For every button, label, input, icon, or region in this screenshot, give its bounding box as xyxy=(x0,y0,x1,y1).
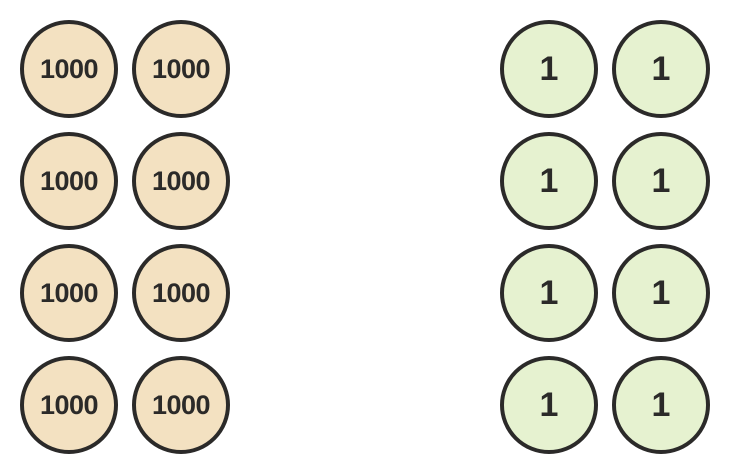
one-disc: 1 xyxy=(612,132,710,230)
one-disc: 1 xyxy=(612,244,710,342)
one-disc: 1 xyxy=(500,20,598,118)
thousands-disc-group: 1000 1000 1000 1000 1000 1000 1000 1000 xyxy=(20,20,230,454)
thousand-disc: 1000 xyxy=(20,244,118,342)
thousand-disc: 1000 xyxy=(20,132,118,230)
thousand-disc: 1000 xyxy=(20,356,118,454)
one-disc: 1 xyxy=(612,20,710,118)
thousand-disc: 1000 xyxy=(132,356,230,454)
one-disc: 1 xyxy=(500,244,598,342)
one-disc: 1 xyxy=(612,356,710,454)
one-disc: 1 xyxy=(500,356,598,454)
thousand-disc: 1000 xyxy=(132,132,230,230)
thousand-disc: 1000 xyxy=(132,20,230,118)
ones-disc-group: 1 1 1 1 1 1 1 1 xyxy=(500,20,710,454)
thousand-disc: 1000 xyxy=(132,244,230,342)
thousand-disc: 1000 xyxy=(20,20,118,118)
one-disc: 1 xyxy=(500,132,598,230)
